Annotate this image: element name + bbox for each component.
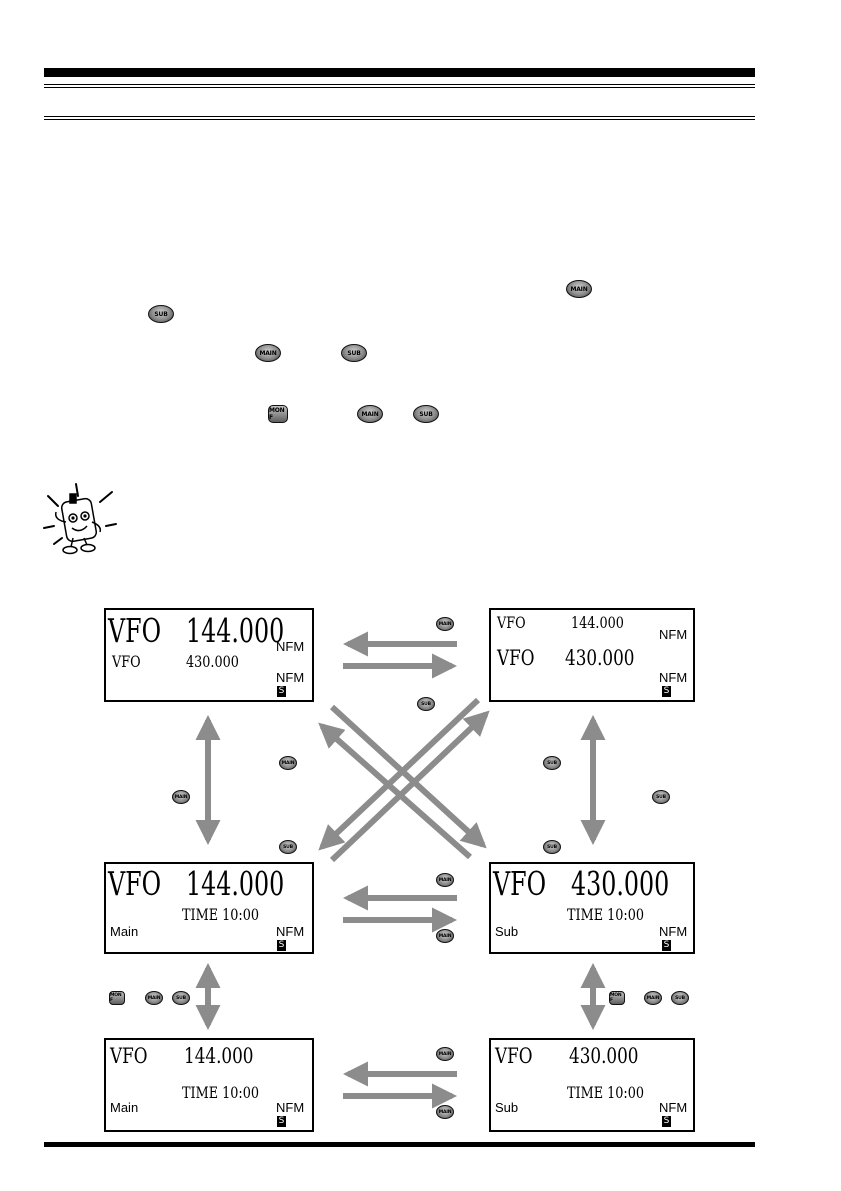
lcd-mode: VFO bbox=[108, 864, 162, 903]
sub-key-icon: SUB bbox=[279, 840, 297, 854]
lcd-display-dual-sub: VFO 144.000 NFM VFO 430.000 NFM S bbox=[489, 608, 695, 702]
sub-key-icon: SUB bbox=[341, 344, 367, 362]
s-meter-icon: S bbox=[277, 940, 286, 951]
lcd-mode: VFO bbox=[110, 1044, 148, 1068]
main-key-icon: MAIN bbox=[436, 1105, 454, 1119]
lcd-frequency: 144.000 bbox=[571, 613, 624, 632]
lcd-band-label: Sub bbox=[495, 924, 519, 939]
main-key-icon: MAIN bbox=[279, 756, 297, 770]
arrow-diagonal-3 bbox=[318, 697, 481, 851]
lcd-modulation: NFM bbox=[276, 639, 305, 654]
lcd-modulation: NFM bbox=[659, 1100, 688, 1115]
lcd-frequency: 430.000 bbox=[565, 646, 635, 670]
sub-key-icon: SUB bbox=[543, 756, 561, 770]
lcd-display-dual-main: VFO 144.000 NFM VFO 430.000 NFM S bbox=[104, 608, 314, 702]
s-meter-icon: S bbox=[662, 940, 671, 951]
lcd-mode: VFO bbox=[497, 646, 535, 670]
lcd-frequency: 430.000 bbox=[571, 864, 670, 903]
sub-key-icon: SUB bbox=[413, 405, 439, 423]
lcd-modulation: NFM bbox=[276, 1100, 305, 1115]
lcd-display-main-clock: VFO 144.000 TIME 10:00 Main NFM S bbox=[104, 862, 314, 954]
lcd-display-main-single: VFO 144.000 TIME 10:00 Main NFM S bbox=[104, 1038, 314, 1132]
sub-key-icon: SUB bbox=[148, 305, 174, 323]
main-key-icon: MAIN bbox=[436, 873, 454, 887]
lcd-mode: VFO bbox=[108, 611, 162, 650]
sub-key-icon: SUB bbox=[543, 840, 561, 854]
mon-f-key-icon: MON F bbox=[609, 991, 625, 1005]
sub-key-icon: SUB bbox=[172, 991, 190, 1005]
lcd-frequency: 430.000 bbox=[186, 652, 239, 671]
lcd-mode: VFO bbox=[497, 613, 526, 632]
lcd-mode: VFO bbox=[495, 1044, 533, 1068]
header-double-rule bbox=[44, 84, 755, 88]
arrow-diagonal-1 bbox=[329, 704, 487, 849]
lcd-mode: VFO bbox=[493, 864, 547, 903]
main-key-icon: MAIN bbox=[357, 405, 383, 423]
lcd-frequency: 144.000 bbox=[184, 1044, 254, 1068]
sub-key-icon: SUB bbox=[671, 991, 689, 1005]
lcd-modulation: NFM bbox=[276, 670, 305, 685]
sub-key-icon: SUB bbox=[417, 697, 435, 711]
section-double-rule bbox=[44, 116, 755, 120]
arrow-diagonal-2 bbox=[318, 722, 472, 860]
lcd-clock: TIME 10:00 bbox=[182, 1083, 259, 1102]
main-key-icon: MAIN bbox=[145, 991, 163, 1005]
s-meter-icon: S bbox=[277, 686, 286, 697]
lcd-display-sub-single: VFO 430.000 TIME 10:00 Sub NFM S bbox=[489, 1038, 695, 1132]
s-meter-icon: S bbox=[662, 686, 671, 697]
lcd-clock: TIME 10:00 bbox=[567, 1083, 644, 1102]
lcd-clock: TIME 10:00 bbox=[567, 905, 644, 924]
mon-f-key-icon: MON F bbox=[109, 991, 125, 1005]
lcd-display-sub-clock: VFO 430.000 TIME 10:00 Sub NFM S bbox=[489, 862, 695, 954]
lcd-modulation: NFM bbox=[659, 924, 688, 939]
radio-mascot-icon bbox=[43, 483, 117, 555]
main-key-icon: MAIN bbox=[644, 991, 662, 1005]
main-key-icon: MAIN bbox=[436, 1047, 454, 1061]
lcd-modulation: NFM bbox=[276, 924, 305, 939]
lcd-frequency: 144.000 bbox=[186, 864, 285, 903]
lcd-mode: VFO bbox=[112, 652, 141, 671]
main-key-icon: MAIN bbox=[436, 929, 454, 943]
footer-rule bbox=[44, 1142, 755, 1147]
lcd-modulation: NFM bbox=[659, 670, 688, 685]
lcd-band-label: Sub bbox=[495, 1100, 519, 1115]
arrow-diagonal-4 bbox=[329, 710, 490, 863]
sub-key-icon: SUB bbox=[652, 790, 670, 804]
s-meter-icon: S bbox=[277, 1116, 286, 1127]
main-key-icon: MAIN bbox=[436, 617, 454, 631]
main-key-icon: MAIN bbox=[566, 280, 592, 298]
s-meter-icon: S bbox=[662, 1116, 671, 1127]
lcd-band-label: Main bbox=[110, 924, 139, 939]
main-key-icon: MAIN bbox=[172, 790, 190, 804]
lcd-clock: TIME 10:00 bbox=[182, 905, 259, 924]
lcd-frequency: 144.000 bbox=[186, 611, 285, 650]
lcd-band-label: Main bbox=[110, 1100, 139, 1115]
header-thick-rule bbox=[44, 68, 755, 77]
lcd-frequency: 430.000 bbox=[569, 1044, 639, 1068]
lcd-modulation: NFM bbox=[659, 627, 688, 642]
main-key-icon: MAIN bbox=[255, 344, 281, 362]
mon-f-key-icon: MON F bbox=[268, 405, 288, 423]
